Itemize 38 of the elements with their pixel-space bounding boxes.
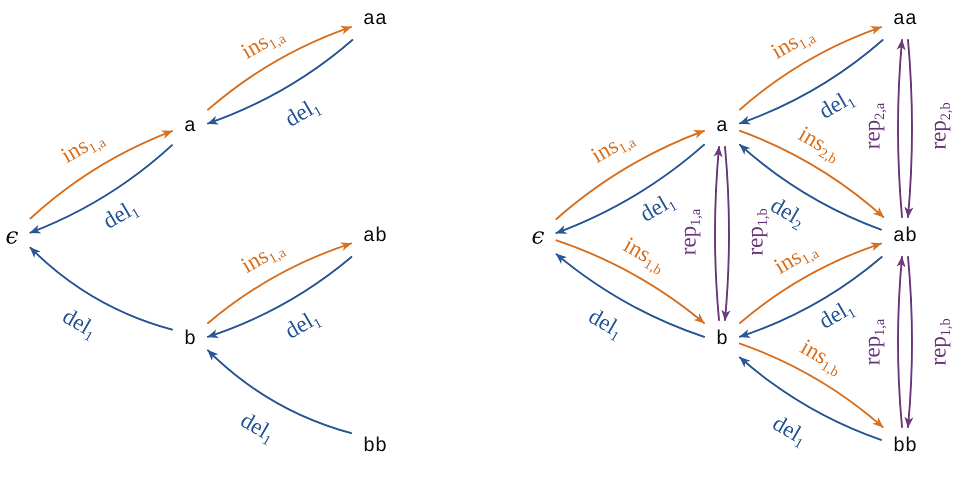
arrow [721, 146, 730, 321]
arrow [29, 246, 173, 331]
state-label: bb [893, 437, 917, 457]
arrow [29, 130, 173, 220]
arrow [207, 26, 352, 111]
state-label: b [184, 330, 196, 350]
arrow [739, 130, 884, 218]
arrow [555, 144, 705, 234]
arrow [555, 239, 705, 324]
arrow [555, 130, 705, 220]
state-label: aa [363, 10, 387, 30]
arrow [896, 256, 906, 428]
state-label: aa [893, 10, 917, 30]
state-label: ϵ [532, 226, 544, 248]
arrow [739, 26, 882, 110]
arrow [896, 39, 906, 218]
arrow [714, 146, 723, 321]
arrow [207, 256, 352, 338]
arrow [207, 349, 352, 434]
state-label: ab [363, 227, 387, 247]
state-label: ϵ [6, 226, 18, 248]
state-label: a [716, 117, 728, 137]
arrow [29, 144, 173, 234]
state-label: bb [363, 437, 387, 457]
arrow [739, 144, 882, 231]
arrow [739, 356, 882, 441]
arrow [207, 39, 354, 124]
arrow [739, 242, 882, 324]
arrow [904, 39, 914, 218]
state-label: ab [893, 227, 917, 247]
arrow [739, 39, 884, 124]
arrow [739, 256, 883, 338]
state-label: b [716, 330, 728, 350]
state-label: a [184, 117, 196, 137]
arrow [904, 256, 914, 428]
arrow [207, 242, 352, 324]
arrow [739, 342, 884, 428]
arrow [555, 253, 705, 338]
